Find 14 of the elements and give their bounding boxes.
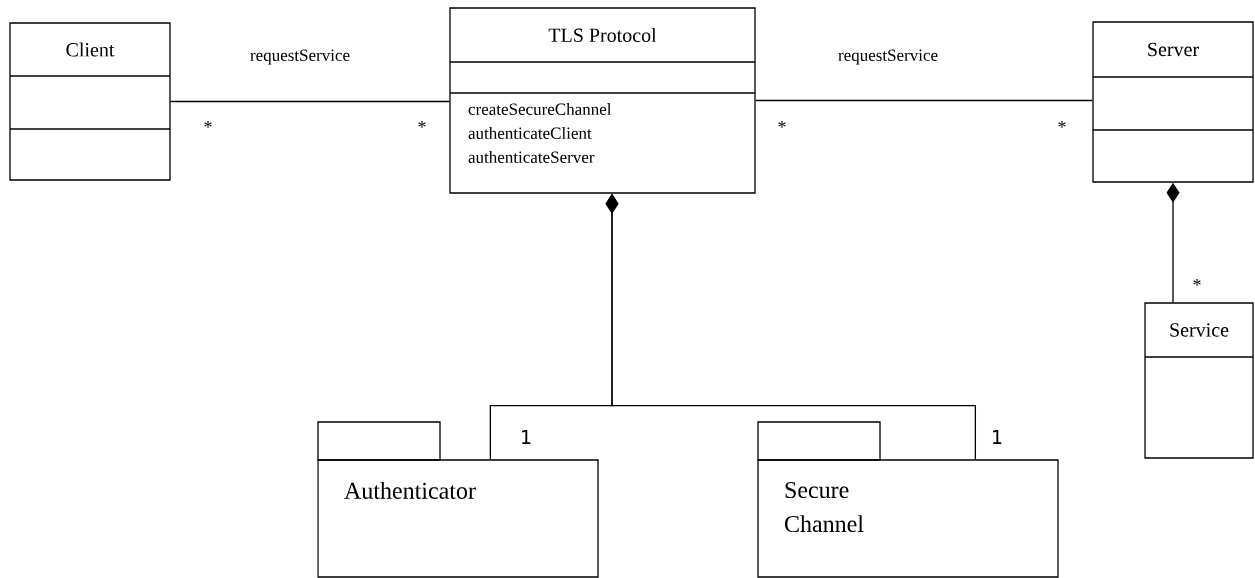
association-line <box>755 99 1093 102</box>
class-box: TLS Protocol createSecureChannel authenticateClient authenticateServer <box>449 7 756 194</box>
edge-label: requestService <box>250 49 350 65</box>
multiplicity-label: * <box>418 121 426 128</box>
association-line <box>170 100 450 103</box>
multiplicity-label: * <box>1058 121 1066 128</box>
class-box: Service <box>1144 302 1254 459</box>
multiplicity-label: * <box>204 121 212 128</box>
multiplicity-label: 1 <box>993 430 1002 444</box>
edge-label: requestService <box>838 49 938 65</box>
class-box: Client <box>9 22 171 181</box>
multiplicity-label: * <box>1193 279 1201 286</box>
multiplicity-label: * <box>778 121 786 128</box>
class-box: Server <box>1092 21 1254 183</box>
